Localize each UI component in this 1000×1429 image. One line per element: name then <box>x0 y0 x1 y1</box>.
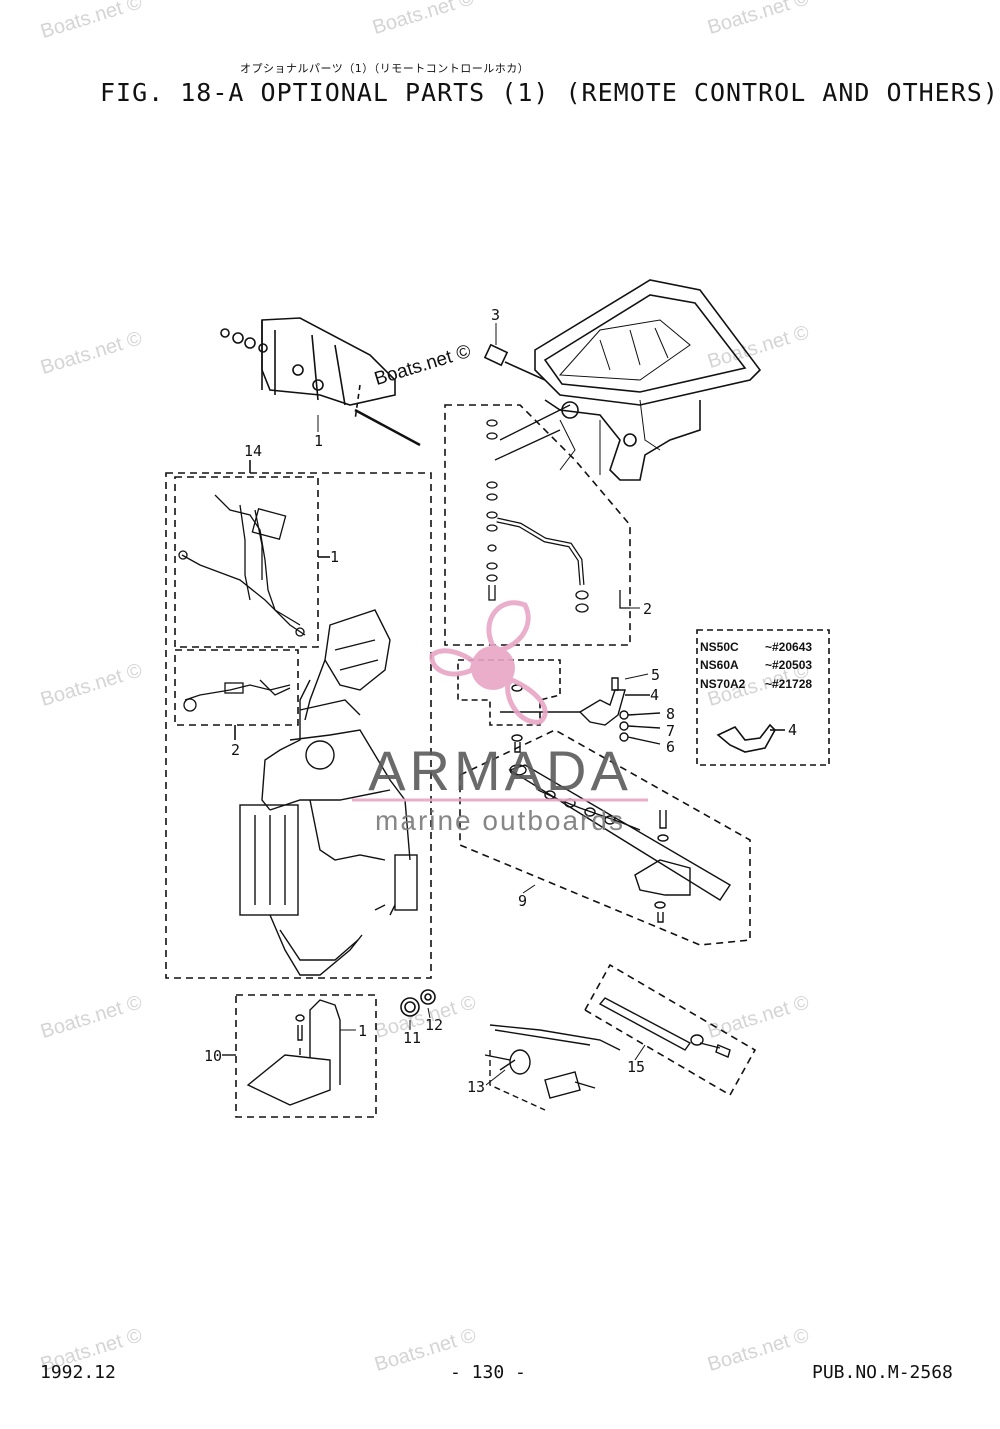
callout-10: 10 <box>204 1047 222 1065</box>
remote-control-unit <box>239 609 418 976</box>
serial-range: ~#20643 <box>765 640 812 654</box>
part-11-12-grommets <box>400 989 436 1017</box>
callout-2: 2 <box>231 741 240 759</box>
callout-1: 1 <box>358 1022 367 1040</box>
callout-13: 13 <box>467 1078 485 1096</box>
callout-1: 1 <box>314 432 323 450</box>
callout-8: 8 <box>666 705 675 723</box>
callout-11: 11 <box>403 1029 421 1047</box>
outboard-motor-illustration <box>534 279 762 481</box>
callout-3: 3 <box>491 306 500 324</box>
part-15-box <box>583 963 757 1097</box>
applicability-table: NS50C ~#20643 NS60A ~#20503 NS70A2 ~#217… <box>700 640 812 691</box>
footer-page-number: - 130 - <box>450 1362 526 1383</box>
wire-harness <box>178 494 306 712</box>
callout-6: 6 <box>666 738 675 756</box>
part-3-bolt <box>483 343 546 381</box>
footer-publication-number: PUB.NO.M-2568 <box>812 1362 953 1383</box>
propeller-icon <box>429 600 548 725</box>
callout-labels: 1 1 1 2 2 3 4 4 5 6 7 8 9 10 11 12 13 14… <box>204 306 797 1096</box>
part-2-throttle-link-box <box>444 404 631 646</box>
callout-14: 14 <box>244 442 262 460</box>
callout-15: 15 <box>627 1058 645 1076</box>
serial-range: ~#20503 <box>765 658 812 672</box>
model-name: NS50C <box>700 640 739 654</box>
callout-7: 7 <box>666 722 675 740</box>
part-15-rod <box>598 997 731 1058</box>
part-4-bracket-alt <box>716 723 785 753</box>
callout-4: 4 <box>650 686 659 704</box>
serial-range: ~#21728 <box>765 677 812 691</box>
callout-12: 12 <box>425 1016 443 1034</box>
model-name: NS70A2 <box>700 677 746 691</box>
leader-lines <box>317 323 649 1086</box>
logo-name: ARMADA <box>368 739 632 802</box>
model-name: NS60A <box>700 658 739 672</box>
shift-shaft <box>508 764 731 923</box>
parts-4-8-box <box>457 659 561 726</box>
armada-logo: ARMADA marine outboards <box>352 600 648 836</box>
throttle-link-parts <box>486 404 630 613</box>
footer-date: 1992.12 <box>40 1362 116 1383</box>
page-title: FIG. 18-A OPTIONAL PARTS (1) (REMOTE CON… <box>100 78 999 107</box>
callout-4: 4 <box>788 721 797 739</box>
page-title-japanese: オプショナルパーツ（1）（リモートコントロールホカ） <box>240 62 530 75</box>
part-10-box <box>235 994 377 1118</box>
callout-9: 9 <box>518 892 527 910</box>
part-10-plate <box>222 999 341 1106</box>
part-14-remote-control-box <box>165 460 432 979</box>
applicability-box <box>696 629 830 766</box>
callout-2: 2 <box>643 600 652 618</box>
part-13-cable-end <box>484 1024 621 1111</box>
callout-5: 5 <box>651 666 660 684</box>
callout-1: 1 <box>330 548 339 566</box>
part-1-cowl-bracket <box>220 317 421 447</box>
logo-tagline: marine outboards <box>375 805 625 836</box>
